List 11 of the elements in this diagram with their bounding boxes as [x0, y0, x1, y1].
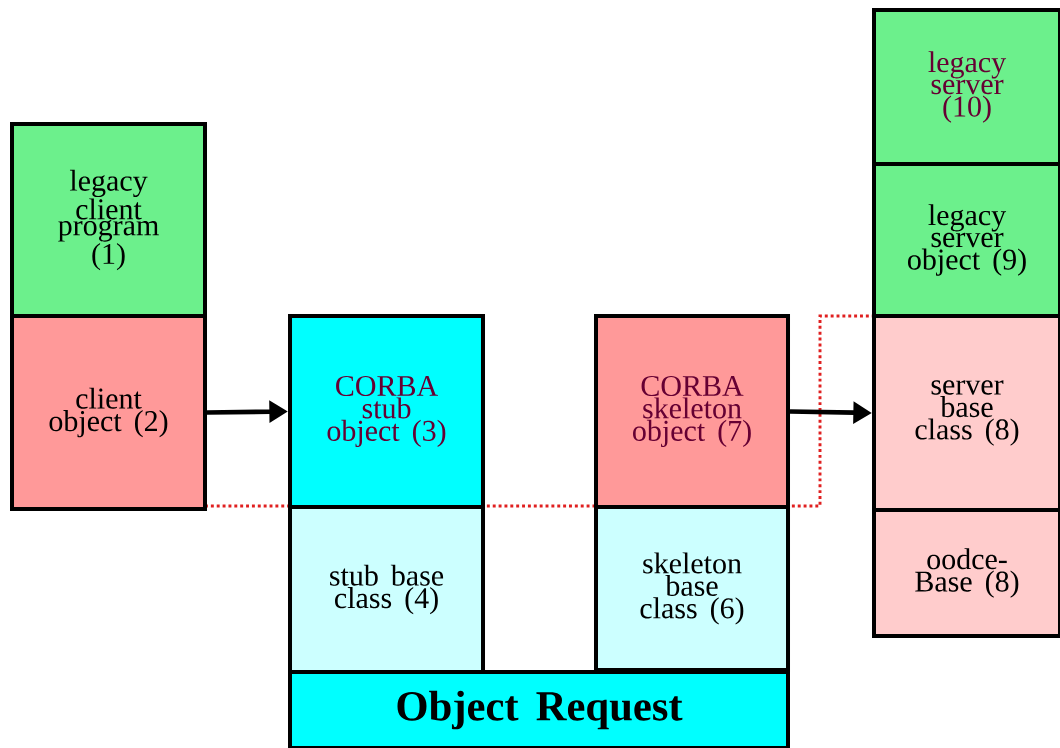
object-box: client object (2) [10, 314, 207, 511]
class-box: server base class (8) [872, 314, 1060, 512]
object-box: CORBA stub object (3) [288, 314, 485, 509]
server-box: legacy server (10) [872, 8, 1060, 166]
bus-bar: Object Request [288, 670, 790, 748]
object-box: CORBA skeleton object (7) [594, 314, 790, 509]
class-box: oodce- Base (8) [872, 508, 1060, 638]
program-box: legacy client program (1) [10, 122, 207, 318]
object-box: legacy server object (9) [872, 162, 1060, 318]
class-box: skeleton base class (6) [594, 505, 790, 672]
class-box: stub base class (4) [288, 505, 485, 674]
